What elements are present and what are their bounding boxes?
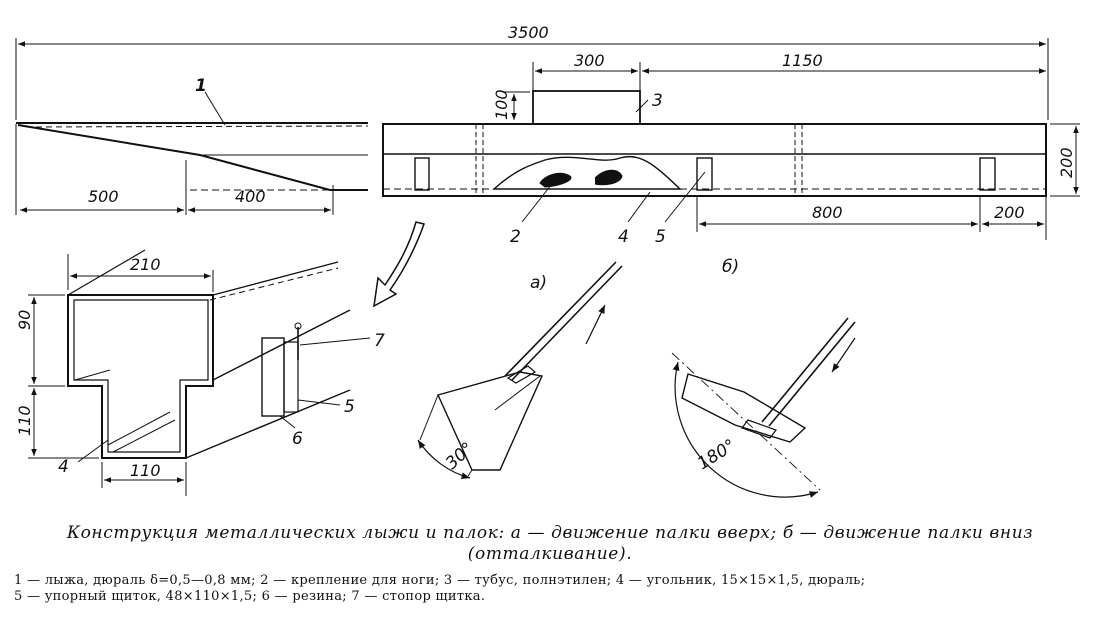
label-a: а) — [530, 273, 547, 293]
dim-210-label: 210 — [130, 255, 161, 274]
dim-total-label: 3500 — [508, 23, 549, 42]
dim-300-label: 300 — [574, 51, 605, 70]
pole-detail-down — [671, 317, 856, 498]
legend-line-1: 1 — лыжа, дюраль δ=0,5—0,8 мм; 2 — крепл… — [14, 573, 866, 588]
ski-section-view — [28, 249, 371, 496]
caption-title-cont: (отталкивание). — [467, 544, 633, 564]
callout-6: 6 — [292, 429, 303, 449]
binding-strap — [539, 172, 572, 188]
caption-title: Конструкция металлических лыжи и палок: … — [66, 523, 1034, 543]
dim-400-label: 400 — [235, 187, 266, 206]
dim-500-label: 500 — [88, 187, 119, 206]
angle-180-label: 180° — [694, 436, 739, 475]
callout-2: 2 — [510, 227, 521, 247]
dim-110-horiz-label: 110 — [130, 461, 161, 480]
dim-1150-label: 1150 — [782, 51, 823, 70]
callout-1: 1 — [195, 76, 207, 96]
ski-side-view — [15, 38, 1080, 240]
dim-90-label: 90 — [15, 310, 34, 330]
callout-7: 7 — [374, 331, 385, 351]
dimension-labels: 3500 300 1150 100 200 500 400 800 200 21… — [15, 23, 1076, 480]
dim-100-label: 100 — [492, 89, 511, 120]
callout-5-section: 5 — [344, 397, 355, 417]
dim-110-vert-label: 110 — [15, 405, 34, 436]
dim-200-height-label: 200 — [1057, 147, 1076, 178]
label-b: б) — [722, 257, 739, 277]
legend-line-2: 5 — упорный щиток, 48×110×1,5; 6 — резин… — [14, 589, 486, 604]
callout-4-section: 4 — [58, 457, 69, 477]
pole-detail-up — [417, 261, 623, 480]
dim-800-label: 800 — [812, 203, 843, 222]
callout-4: 4 — [618, 227, 629, 247]
callout-3: 3 — [652, 91, 663, 111]
detail-arrow — [373, 221, 425, 308]
ski-diagram: 3500 300 1150 100 200 500 400 800 200 21… — [15, 23, 1080, 498]
callout-5: 5 — [655, 227, 666, 247]
dim-200-end-label: 200 — [994, 203, 1025, 222]
